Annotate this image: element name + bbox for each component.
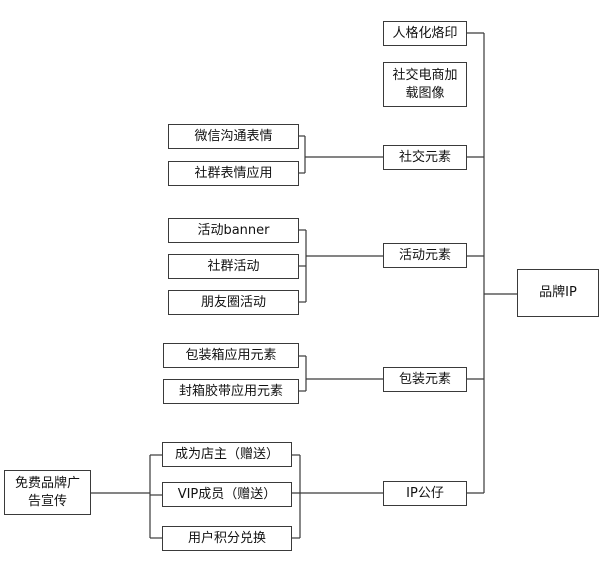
node-activity-elements: 活动元素 (383, 243, 467, 268)
node-personal-seal: 人格化烙印 (383, 21, 467, 46)
node-social-item: 微信沟通表情 (168, 124, 299, 149)
node-activity-item: 社群活动 (168, 254, 299, 279)
node-social-elements: 社交元素 (383, 145, 467, 170)
node-social-ecommerce: 社交电商加载图像 (383, 62, 467, 107)
node-packaging-elements: 包装元素 (383, 367, 467, 392)
node-social-item: 社群表情应用 (168, 161, 299, 186)
node-ip-item: VIP成员（赠送） (162, 482, 292, 507)
node-packaging-item: 封箱胶带应用元素 (163, 379, 299, 404)
node-root-brand-ip: 品牌IP (517, 269, 599, 317)
node-free-brand-ad: 免费品牌广告宣传 (4, 470, 91, 515)
node-ip-item: 成为店主（赠送） (162, 442, 292, 467)
node-ip-doll: IP公仔 (383, 481, 467, 506)
node-ip-item: 用户积分兑换 (162, 526, 292, 551)
node-activity-item: 活动banner (168, 218, 299, 243)
node-packaging-item: 包装箱应用元素 (163, 343, 299, 368)
node-activity-item: 朋友圈活动 (168, 290, 299, 315)
